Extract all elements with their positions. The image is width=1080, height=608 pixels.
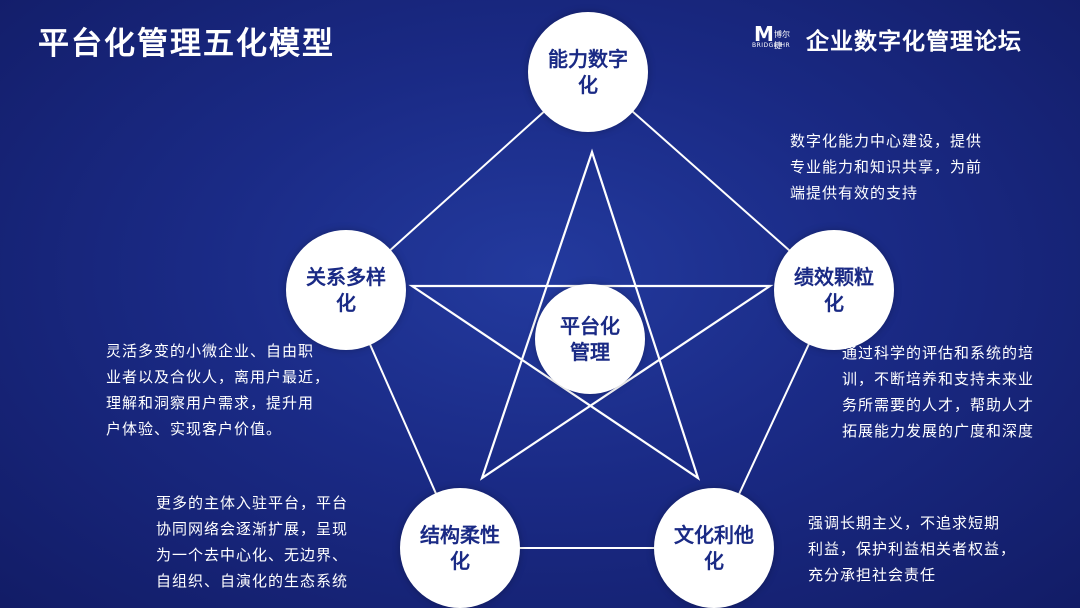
node-platform-management: 平台化管理 [535, 284, 645, 394]
logo-chinese-name: 博尔捷 [774, 30, 790, 50]
node-capability-digitization: 能力数字化 [528, 12, 648, 132]
node-performance-granularity: 绩效颗粒化 [774, 230, 894, 350]
node-structure-flexibility: 结构柔性化 [400, 488, 520, 608]
logo-mark: M [754, 22, 774, 46]
description-relationship-diversity: 灵活多变的小微企业、自由职 业者以及合伙人，离用户最近， 理解和洞察用户需求，提… [106, 342, 331, 438]
logo-english-name: BRIDGE HR [752, 42, 791, 49]
page-title: 平台化管理五化模型 [38, 26, 335, 62]
node-culture-altruism: 文化利他化 [654, 488, 774, 608]
description-structure-flexibility: 更多的主体入驻平台，平台 协同网络会逐渐扩展，呈现 为一个去中心化、无边界、 自… [156, 494, 349, 590]
node-relationship-diversity: 关系多样化 [286, 230, 406, 350]
description-capability-digitization: 数字化能力中心建设，提供 专业能力和知识共享，为前 端提供有效的支持 [790, 132, 983, 202]
description-performance-granularity: 通过科学的评估和系统的培 训，不断培养和支持未来业 务所需要的人才，帮助人才 拓… [842, 344, 1035, 440]
brand-logo-area: M 博尔捷 BRIDGE HR 企业数字化管理论坛 [752, 20, 1052, 56]
bridge-hr-logo: M 博尔捷 BRIDGE HR [752, 20, 796, 54]
description-culture-altruism: 强调长期主义，不追求短期 利益，保护利益相关者权益， 充分承担社会责任 [808, 514, 1017, 584]
forum-name: 企业数字化管理论坛 [806, 29, 1022, 55]
